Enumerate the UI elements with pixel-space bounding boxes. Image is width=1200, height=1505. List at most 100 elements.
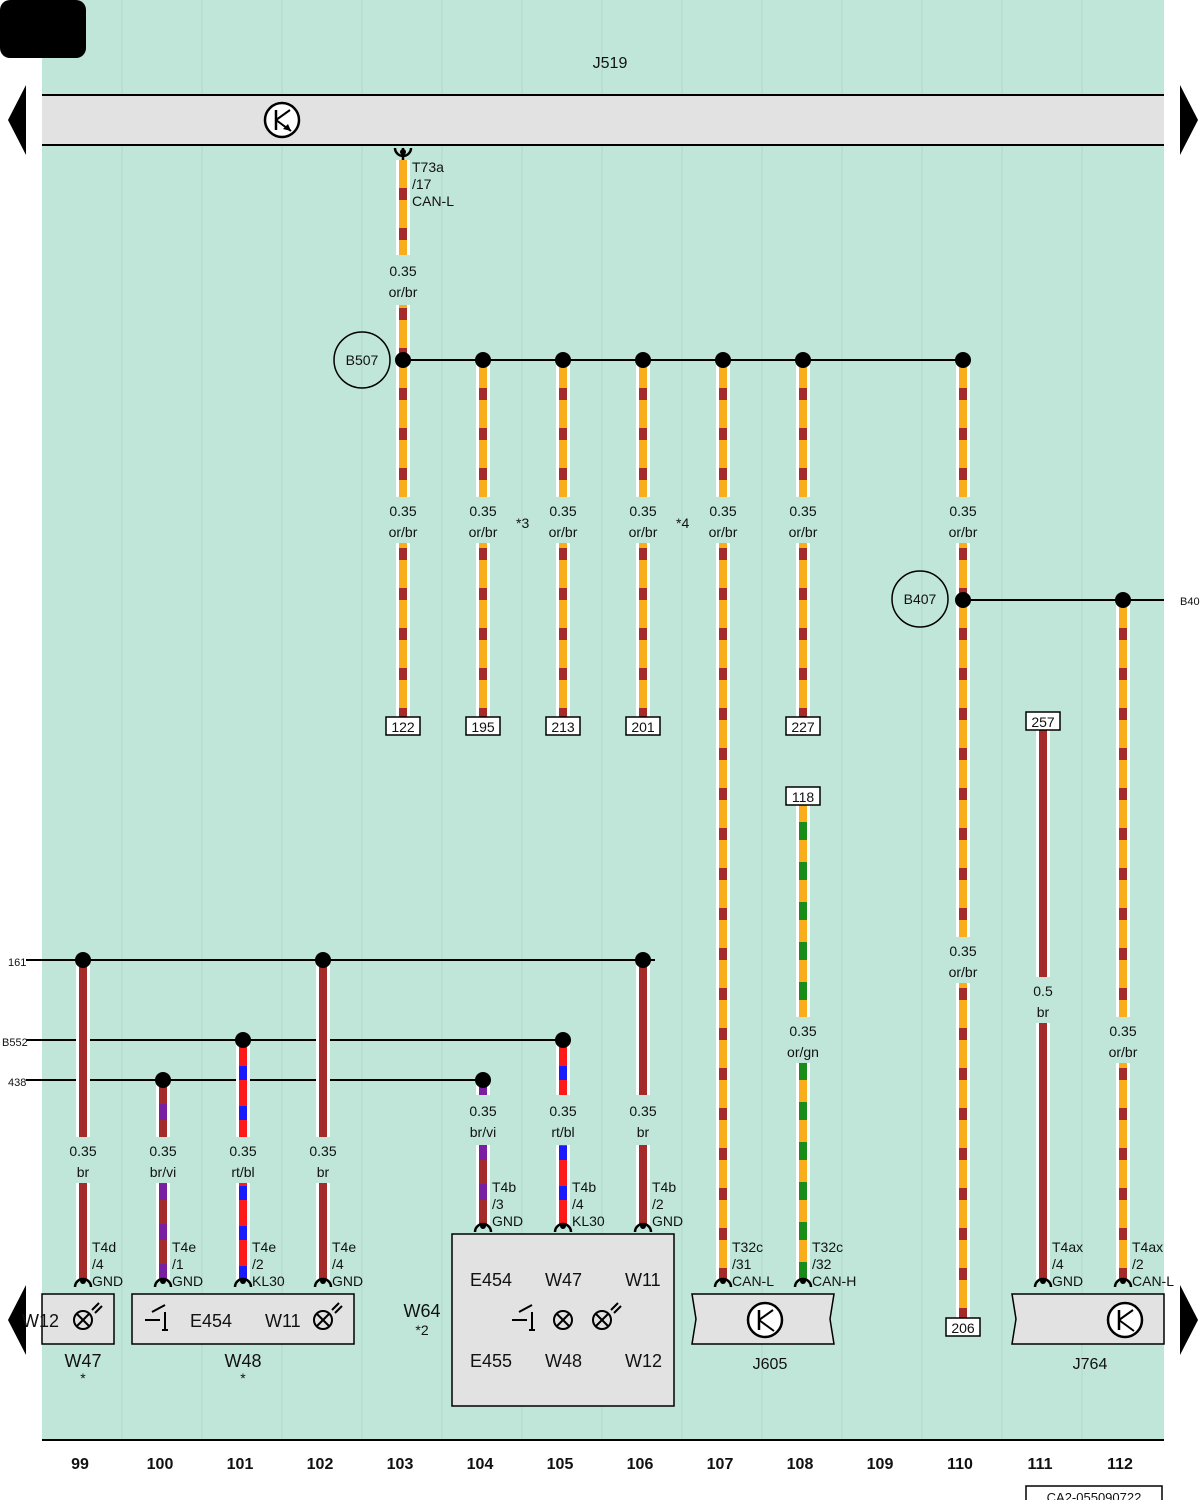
column-number: 104 [467,1456,494,1473]
terminal-label: GND [92,1273,123,1289]
corner-tab [0,0,86,58]
column-number: 99 [71,1456,89,1473]
component-sub-label: W11 [625,1270,661,1290]
wire-color: br [77,1164,90,1180]
page-ref-number: 122 [391,719,415,735]
component-w48 [131,1293,355,1345]
terminal-label: T4b [492,1179,516,1195]
wire-color: br [317,1164,330,1180]
lamp-icon [73,1302,103,1330]
wire-color: br/vi [150,1164,176,1180]
column-number: 106 [627,1456,654,1473]
column-number: 109 [867,1456,894,1473]
wire-gauge: 0.35 [229,1143,256,1159]
component-label-w64: W64 [403,1301,440,1321]
column-number: 101 [227,1456,254,1473]
page-back-arrow-icon[interactable] [8,85,26,155]
page-back-arrow-icon[interactable] [8,1285,26,1355]
wire-color: br [1037,1004,1050,1020]
wire-gauge: 0.35 [469,1103,496,1119]
terminal-label: T4d [92,1239,116,1255]
wire [556,1145,570,1225]
component-sub-label: W11 [265,1311,301,1331]
terminal-label: /17 [412,176,432,192]
terminal-label: T32c [732,1239,763,1255]
transistor-icon [746,1301,784,1339]
terminal-label: GND [492,1213,523,1229]
wire-color: or/br [1109,1044,1138,1060]
component-sub-label: E454 [190,1311,232,1331]
switch-icon [512,1304,535,1331]
wire [396,160,410,720]
terminal-label: /2 [1132,1256,1144,1272]
page-ref-box[interactable] [1025,711,1061,731]
switch-icon [145,1304,168,1331]
wire-color: or/gn [787,1044,819,1060]
splice-circle-b507 [333,331,391,389]
wire [476,1145,490,1225]
component-w47 [41,1293,115,1345]
splice-dot [75,352,1131,1088]
terminal-label: CAN-L [732,1273,774,1289]
wire-gauge: 0.35 [949,943,976,959]
page-ref-box[interactable] [945,1317,981,1337]
j519-unit [42,95,1164,145]
terminal-label: CAN-H [812,1273,856,1289]
terminal-label: /4 [572,1196,584,1212]
footnote-marker: * [240,1370,246,1386]
lamp-icon [313,1302,343,1330]
wire-color: or/br [389,284,418,300]
page-forward-arrow-icon[interactable] [1180,1285,1198,1355]
terminal-label: T4ax [1052,1239,1083,1255]
bus-ref-161: 161 [8,957,26,969]
column-number: 108 [787,1456,814,1473]
wire-gauge: 0.35 [309,1143,336,1159]
page-ref-box[interactable] [785,716,821,736]
terminal-label: /31 [732,1256,752,1272]
page-ref-box[interactable] [785,786,821,806]
wire-gauge: 0.35 [469,503,496,519]
wire [316,965,330,1280]
terminal-label: GND [332,1273,363,1289]
page-ref-number: 201 [631,719,655,735]
wire-gauge: 0.35 [629,503,656,519]
component-label-j764: J764 [1073,1356,1108,1373]
terminal-label: /3 [492,1196,504,1212]
footnote-marker: *3 [516,515,529,531]
page-forward-arrow-icon[interactable] [1180,85,1198,155]
footnote-marker: * [80,1370,86,1386]
terminal-label: /4 [1052,1256,1064,1272]
wire [556,1045,570,1095]
terminal-label: /4 [332,1256,344,1272]
splice-label-b407: B407 [904,591,937,607]
wire-color: or/br [789,524,818,540]
page-ref-box[interactable] [465,716,501,736]
component-sub-label: W47 [545,1270,582,1290]
component-sub-label: W48 [545,1351,582,1371]
component-sub-label: W12 [22,1311,59,1331]
wire-gauge: 0.5 [1033,983,1053,999]
terminal-label: T32c [812,1239,843,1255]
page-ref-number: 213 [551,719,575,735]
terminal-label: CAN-L [1132,1273,1174,1289]
wire-gauge: 0.35 [549,503,576,519]
page-ref-box[interactable] [625,716,661,736]
terminal-label: /1 [172,1256,184,1272]
splice-label-b507: B507 [346,352,379,368]
wire [76,965,90,1280]
wire-color: or/br [949,524,978,540]
wire-gauge: 0.35 [69,1143,96,1159]
lamp-icon [592,1302,622,1330]
terminal-label: /2 [252,1256,264,1272]
splice-ref-b40: B40 [1180,596,1200,608]
wire-gauge: 0.35 [789,1023,816,1039]
wire-color: br [637,1124,650,1140]
column-number: 110 [947,1456,973,1473]
terminal-label: T4e [252,1239,276,1255]
column-number: 105 [547,1456,574,1473]
page-ref-number: 118 [792,789,815,805]
page-ref-box[interactable] [385,716,421,736]
page-ref-box[interactable] [545,716,581,736]
wire [636,965,650,1095]
wire-gauge: 0.35 [549,1103,576,1119]
